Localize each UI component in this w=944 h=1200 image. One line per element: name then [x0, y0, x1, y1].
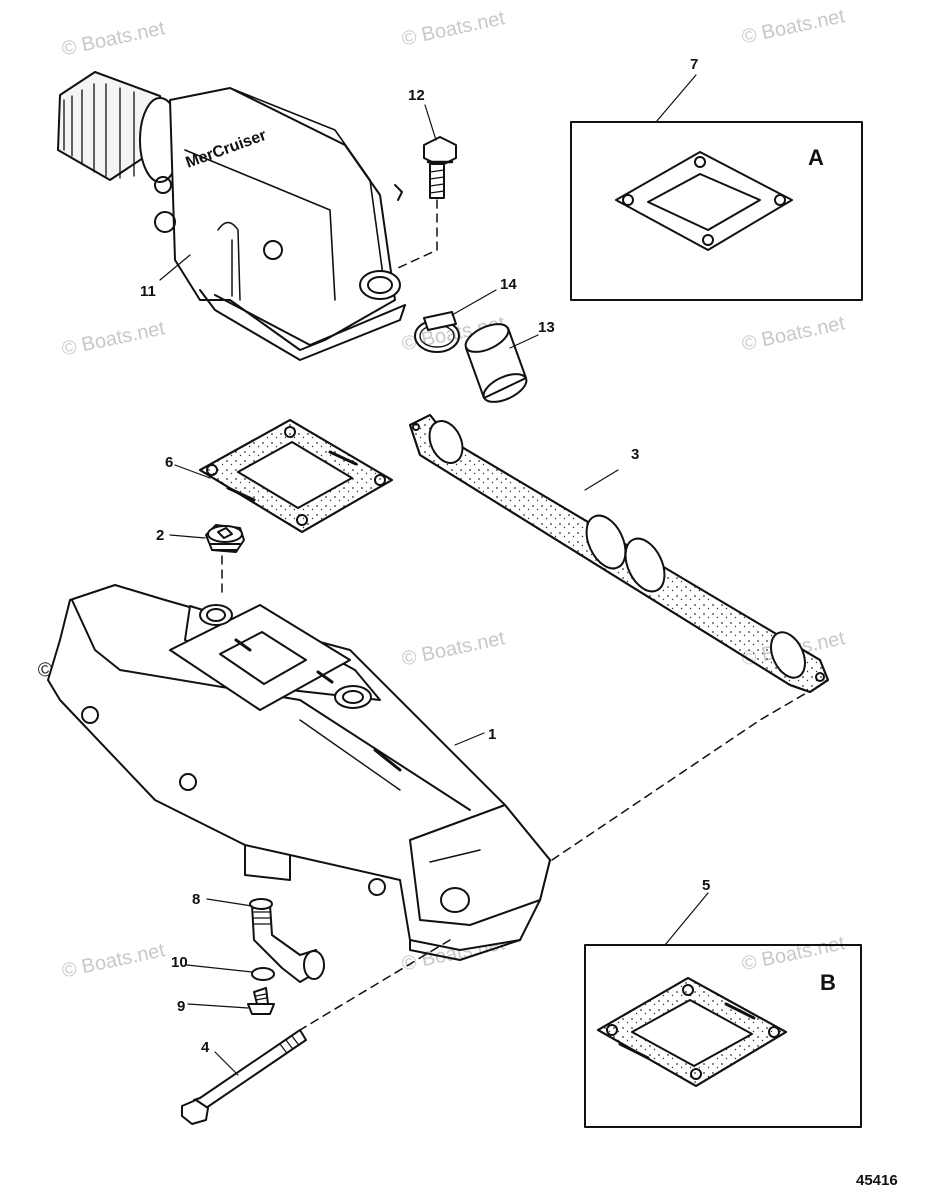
inset-label-b: B [820, 970, 836, 995]
manifold-bolt [181, 1029, 307, 1125]
pipe-plug [205, 524, 245, 553]
callout-11: 11 [140, 283, 156, 300]
exhaust-elbow: MerCruiser [57, 71, 406, 361]
hose-clamp [414, 311, 460, 353]
figure-number: 45416 [856, 1172, 898, 1189]
callout-4: 4 [201, 1039, 210, 1056]
exhaust-gasket [199, 419, 393, 533]
exhaust-manifold [47, 584, 551, 961]
callout-10: 10 [171, 954, 188, 971]
callout-8: 8 [192, 891, 201, 908]
inset-box-b [584, 944, 862, 1128]
drain-plug [247, 987, 275, 1015]
callout-12: 12 [408, 87, 425, 104]
callout-13: 13 [538, 319, 555, 336]
callout-5: 5 [702, 877, 711, 894]
assembly-line [551, 691, 809, 861]
callout-2: 2 [156, 527, 165, 544]
callout-14: 14 [500, 276, 517, 293]
gasket-a [615, 151, 793, 251]
callout-1: 1 [488, 726, 497, 743]
inset-box-a [570, 121, 863, 301]
leader-lines [159, 74, 709, 1076]
callout-6: 6 [165, 454, 174, 471]
gasket-b [597, 977, 787, 1087]
elbow-bolt [423, 136, 457, 199]
callout-7: 7 [690, 56, 699, 73]
manifold-gasket [409, 414, 829, 693]
elbow-fitting [249, 898, 325, 983]
assembly-line [299, 939, 451, 1031]
o-ring [251, 967, 275, 981]
callout-9: 9 [177, 998, 186, 1015]
callout-3: 3 [631, 446, 640, 463]
exhaust-sleeve [464, 323, 528, 403]
assembly-line [397, 199, 438, 269]
inset-label-a: A [808, 145, 824, 170]
